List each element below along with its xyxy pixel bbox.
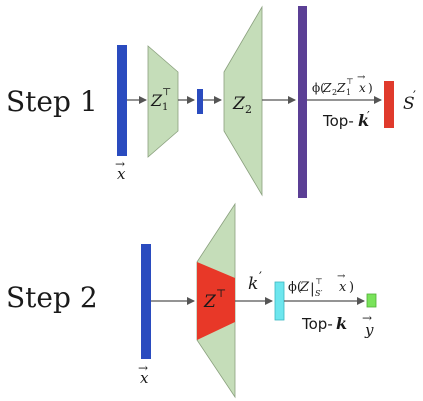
svg-text:S: S [403,94,415,114]
svg-text:→: → [357,72,366,83]
step1-group: Step 1 x → Z 1 ⊤ Z 2 [6,5,416,198]
step2-phi-label: ϕ( Z | S′ ⊤ → x ) [288,271,354,298]
svg-text:⊤: ⊤ [346,77,354,86]
svg-text:→: → [337,271,346,282]
step1-large-bar [298,6,307,198]
step2-z-label: Z ⊤ [203,287,226,312]
step2-input-label: x → [138,361,149,387]
svg-text:→: → [138,361,148,375]
svg-text:k: k [248,274,258,294]
svg-text:x: x [140,369,149,387]
svg-text:Z: Z [336,81,346,95]
svg-text:′: ′ [259,270,262,285]
step1-z2-trapezoid [223,5,263,197]
svg-text:1: 1 [162,102,168,113]
svg-text:ϕ(: ϕ( [312,81,325,95]
step1-input-bar [117,45,127,156]
svg-text:⊤: ⊤ [216,287,226,300]
step2-output-label: y → [362,311,374,339]
svg-text:k: k [336,314,347,333]
step2-kprime-label: k ′ [248,270,262,294]
svg-text:′: ′ [367,109,370,123]
step1-output-label: S ′ [403,89,416,114]
svg-text:k: k [358,111,369,130]
svg-text:→: → [115,157,125,171]
svg-text:Z: Z [232,94,246,114]
step2-group: Step 2 x → Z ⊤ k ′ ϕ( Z [6,202,377,399]
svg-text:S′: S′ [315,289,322,298]
svg-text:x: x [359,81,366,95]
svg-text:x: x [339,280,347,295]
step1-output-bar [384,81,394,128]
step1-label: Step 1 [6,85,98,118]
svg-text:Top-: Top- [322,112,354,130]
svg-text:|: | [310,281,315,297]
svg-text:2: 2 [332,88,337,97]
step1-topk-label: Top- k ′ [322,109,370,130]
svg-text:Top-: Top- [301,315,333,333]
step2-input-bar [141,244,151,359]
step2-z-highlight [197,262,235,340]
step2-cyan-bar [274,281,285,321]
step1-input-label: x → [115,157,126,183]
svg-text:): ) [349,280,354,295]
svg-text:2: 2 [245,103,252,116]
step1-z1-label: Z 1 ⊤ [150,87,171,113]
step2-label: Step 2 [6,281,98,314]
step2-output-bar [366,293,377,308]
svg-text:1: 1 [346,88,351,97]
svg-text:′: ′ [413,89,416,104]
svg-text:⊤: ⊤ [315,277,323,286]
svg-text:ϕ(: ϕ( [288,280,302,295]
step2-topk-label: Top- k [301,314,347,333]
svg-text:Z: Z [203,292,217,312]
svg-text:Z: Z [299,280,310,295]
svg-text:⊤: ⊤ [162,87,171,98]
svg-text:Z: Z [322,81,332,95]
svg-text:Z: Z [150,91,163,110]
step1-z1-trapezoid [147,45,179,158]
svg-text:→: → [362,311,372,325]
svg-text:y: y [364,321,374,339]
step1-phi-label: ϕ( Z 2 Z 1 ⊤ → x ) [312,72,373,97]
step1-z2-label: Z 2 [232,94,252,116]
step1-mid-bar [197,89,203,114]
svg-text:): ) [368,81,373,95]
svg-text:x: x [117,165,126,183]
